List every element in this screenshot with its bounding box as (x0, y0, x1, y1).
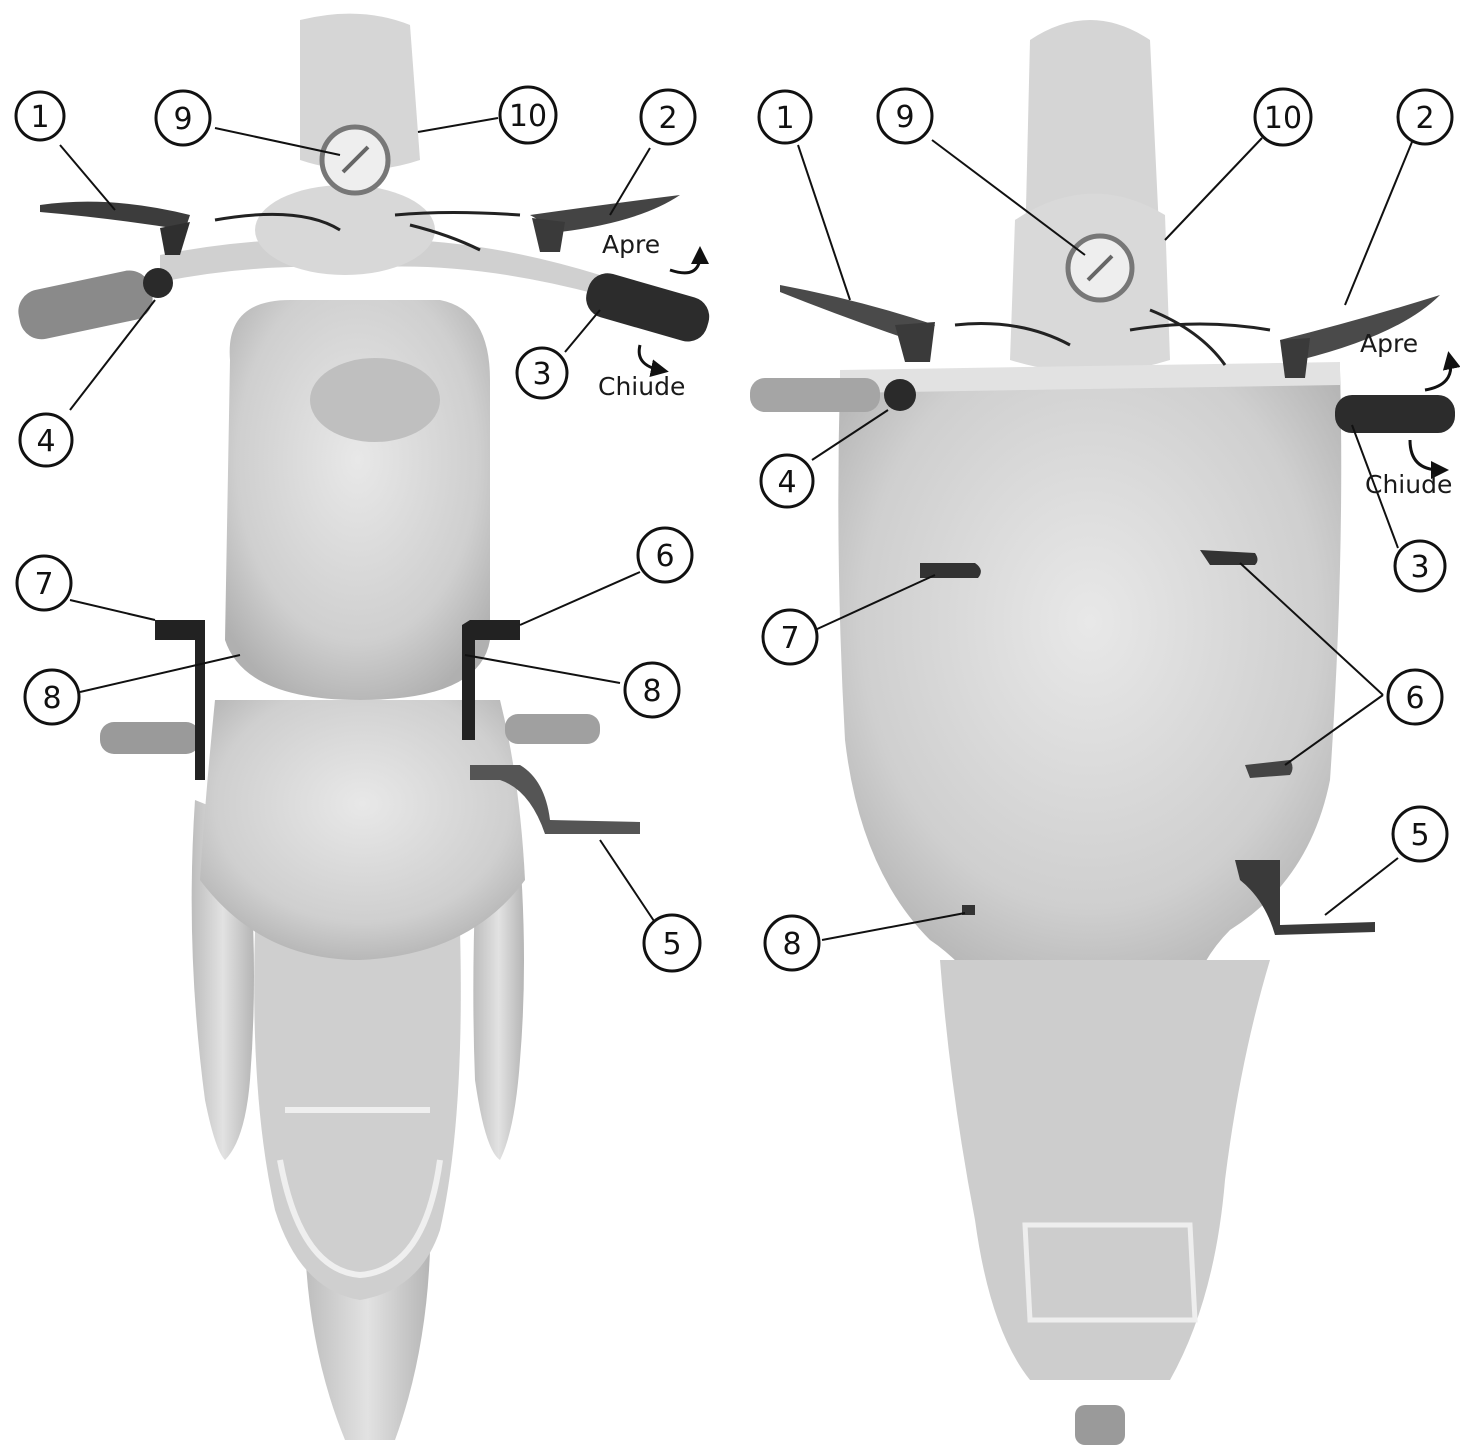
left-throttle-open-label: Apre (602, 230, 660, 259)
left-callout-1: 1 (16, 92, 64, 140)
right-callout-6: 6 (1388, 670, 1442, 724)
svg-text:9: 9 (895, 100, 914, 135)
curved-arrow-icon (639, 345, 660, 370)
right-callout-5: 5 (1393, 807, 1447, 861)
svg-text:3: 3 (532, 357, 551, 392)
left-passenger-grip-r (505, 714, 600, 744)
right-callout-10: 10 (1255, 89, 1311, 145)
left-callout-2: 2 (641, 90, 695, 144)
right-selector-knob (884, 379, 916, 411)
left-callout-9: 9 (156, 91, 210, 145)
left-callout-7: 7 (17, 556, 71, 610)
left-throttle-grip (581, 269, 714, 347)
svg-text:1: 1 (30, 100, 49, 135)
svg-text:5: 5 (1410, 818, 1429, 853)
left-lever-bracket-r (532, 218, 565, 252)
curved-arrow-icon (1410, 440, 1440, 470)
left-callout-5: 5 (644, 915, 700, 971)
svg-text:9: 9 (173, 102, 192, 137)
svg-text:6: 6 (1405, 681, 1424, 716)
left-lever-bracket-l (160, 222, 190, 255)
right-callout-2: 2 (1398, 90, 1452, 144)
right-callout-3: 3 (1395, 541, 1445, 591)
svg-text:10: 10 (509, 99, 547, 134)
left-pedal-7 (155, 620, 205, 780)
right-scooter-view: 1 9 10 2 4 3 7 6 (750, 20, 1455, 1445)
right-callout-1: 1 (759, 91, 811, 143)
svg-text:4: 4 (36, 424, 55, 459)
right-callout-4: 4 (761, 455, 813, 507)
svg-text:8: 8 (782, 927, 801, 962)
svg-text:6: 6 (655, 539, 674, 574)
right-callout-8: 8 (765, 916, 819, 970)
right-tail-light (1075, 1405, 1125, 1445)
left-headset (255, 185, 435, 275)
right-rear-body (940, 960, 1270, 1380)
right-callout-9: 9 (878, 89, 932, 143)
left-callout-3: 3 (517, 348, 567, 398)
left-callout-4: 4 (20, 414, 72, 466)
left-callout-8b: 8 (625, 663, 679, 717)
left-clutch-lever (40, 202, 190, 230)
svg-text:10: 10 (1264, 101, 1302, 136)
right-throttle-open-label: Apre (1360, 329, 1418, 358)
left-callout-8a: 8 (25, 670, 79, 724)
right-throttle-close-label: Chiude (1365, 470, 1452, 499)
svg-text:8: 8 (42, 681, 61, 716)
left-passenger-grip-l (100, 722, 200, 754)
left-callout-6: 6 (638, 528, 692, 582)
right-pedal-7 (920, 563, 981, 578)
svg-text:5: 5 (662, 927, 681, 962)
left-rear-body (254, 930, 461, 1300)
svg-text:4: 4 (777, 465, 796, 500)
svg-text:7: 7 (34, 567, 53, 602)
right-lever-bracket-r (1280, 338, 1310, 378)
left-scooter-view: 1 9 10 2 3 4 7 6 (14, 14, 714, 1440)
left-seat-area (200, 700, 525, 960)
svg-text:8: 8 (642, 674, 661, 709)
svg-text:7: 7 (780, 621, 799, 656)
svg-text:2: 2 (1415, 101, 1434, 136)
right-callout-7: 7 (763, 610, 817, 664)
svg-text:3: 3 (1410, 550, 1429, 585)
svg-text:1: 1 (775, 101, 794, 136)
curved-arrow-icon (1425, 360, 1451, 390)
left-throttle-close-label: Chiude (598, 372, 685, 401)
left-selector-knob (143, 268, 173, 298)
curved-arrow-icon (670, 255, 700, 273)
left-gear-grip (14, 266, 156, 343)
right-lever-bracket-l (895, 322, 935, 362)
right-gear-grip (750, 378, 880, 412)
svg-text:2: 2 (658, 101, 677, 136)
left-callout-10: 10 (500, 87, 556, 143)
left-tank-shadow (310, 358, 440, 442)
